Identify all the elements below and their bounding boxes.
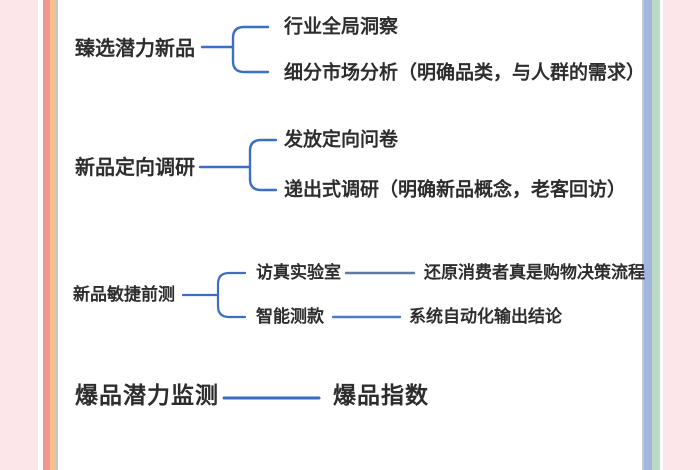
group1-connector	[200, 25, 270, 74]
node-agile-pretest: 新品敏捷前测	[73, 284, 175, 305]
node-new-product-targeted-research: 新品定向调研	[75, 155, 195, 179]
node-progressive-research: 递出式调研（明确新品概念，老客回访）	[284, 178, 627, 201]
left-salmon-stripe	[43, 0, 50, 470]
right-pink-band	[663, 0, 700, 470]
node-hot-product-index: 爆品指数	[333, 383, 429, 410]
left-orange-stripe	[50, 0, 56, 470]
node-simulation-lab: 访真实验室	[256, 262, 341, 283]
right-green-stripe	[652, 0, 660, 470]
node-hot-product-potential-monitoring: 爆品潜力监测	[75, 383, 219, 410]
node-restore-consumer-decision-flow: 还原消费者真是购物决策流程	[424, 262, 645, 283]
group3-connector	[181, 271, 247, 319]
right-edge-line	[642, 0, 644, 470]
left-edge-line	[56, 0, 58, 470]
right-periwinkle-stripe	[644, 0, 652, 470]
node-smart-style-testing: 智能测款	[256, 306, 324, 327]
node-industry-global-insight: 行业全局洞察	[284, 15, 399, 38]
left-pink-band	[0, 0, 38, 470]
node-segment-market-analysis: 细分市场分析（明确品类，与人群的需求）	[284, 61, 646, 84]
node-auto-output-conclusion: 系统自动化输出结论	[409, 306, 562, 327]
node-premium-potential-new-product: 臻选潜力新品	[75, 36, 195, 60]
node-targeted-questionnaire: 发放定向问卷	[284, 128, 399, 151]
group2-connector	[198, 138, 278, 192]
